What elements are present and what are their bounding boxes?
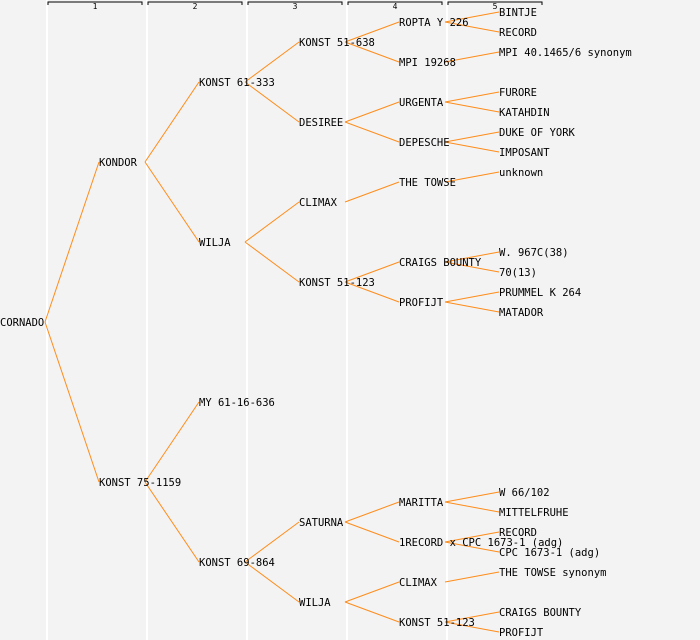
pedigree-edge	[44, 161, 100, 323]
pedigree-node[interactable]: MATADOR	[499, 307, 544, 319]
pedigree-node[interactable]: MY 61-16-636	[199, 397, 275, 409]
pedigree-node[interactable]: 1RECORD x CPC 1673-1 (adg)	[399, 537, 563, 549]
pedigree-edge	[344, 121, 400, 143]
generation-number: 1	[93, 2, 98, 11]
generation-bracket	[147, 1, 243, 5]
pedigree-edge	[344, 101, 400, 123]
pedigree-edge	[444, 11, 500, 23]
pedigree-edge	[444, 621, 500, 633]
pedigree-node[interactable]: PROFIJT	[499, 627, 544, 639]
pedigree-node[interactable]: 70(13)	[499, 267, 537, 279]
pedigree-node[interactable]: THE TOWSE	[399, 177, 456, 189]
generation-number: 3	[293, 2, 298, 11]
pedigree-edge	[244, 81, 300, 123]
pedigree-node[interactable]: CPC 1673-1 (adg)	[499, 547, 600, 559]
pedigree-node[interactable]: RECORD	[499, 527, 537, 539]
pedigree-node[interactable]: KONST 51-638	[299, 37, 375, 49]
pedigree-edge	[444, 291, 500, 303]
pedigree-edge	[144, 401, 200, 483]
pedigree-edge	[444, 101, 500, 113]
pedigree-edge	[344, 581, 400, 603]
pedigree-node[interactable]: KATAHDIN	[499, 107, 550, 119]
pedigree-node[interactable]: PROFIJT	[399, 297, 444, 309]
pedigree-node[interactable]: DESIREE	[299, 117, 343, 129]
pedigree-node[interactable]: DEPESCHE	[399, 137, 450, 149]
generation-headers: 1 2 3 4 5	[47, 1, 543, 11]
pedigree-node[interactable]: KONST 51-123	[299, 277, 375, 289]
pedigree-node[interactable]: KONST 61-333	[199, 77, 275, 89]
pedigree-edge	[444, 541, 500, 553]
pedigree-node[interactable]: DUKE OF YORK	[499, 127, 576, 139]
root-node[interactable]: CORNADO	[0, 317, 44, 329]
pedigree-edge	[144, 161, 200, 243]
pedigree-node[interactable]: FURORE	[499, 87, 537, 99]
pedigree-edge	[444, 261, 500, 273]
pedigree-edge	[244, 521, 300, 563]
pedigree-edge	[44, 321, 100, 483]
pedigree-node[interactable]: KONST 75-1159	[99, 477, 181, 489]
pedigree-node[interactable]: CLIMAX	[299, 197, 338, 209]
pedigree-node[interactable]: PRUMMEL K 264	[499, 287, 581, 299]
pedigree-node[interactable]: WILJA	[299, 597, 331, 609]
pedigree-node[interactable]: IMPOSANT	[499, 147, 550, 159]
pedigree-node[interactable]: CRAIGS BOUNTY	[399, 257, 482, 269]
pedigree-node[interactable]: W 66/102	[499, 487, 550, 499]
pedigree-node[interactable]: WILJA	[199, 237, 231, 249]
pedigree-node[interactable]: CRAIGS BOUNTY	[499, 607, 582, 619]
pedigree-edge	[444, 531, 500, 543]
pedigree-node[interactable]: CLIMAX	[399, 577, 438, 589]
pedigree-edges	[44, 11, 500, 633]
pedigree-edge	[444, 611, 500, 623]
generation-bracket	[347, 1, 443, 5]
generation-number: 4	[393, 2, 398, 11]
pedigree-edge	[444, 131, 500, 143]
pedigree-edge	[444, 251, 500, 263]
pedigree-edge	[444, 91, 500, 103]
column-dividers	[46, 0, 448, 640]
pedigree-edge	[344, 601, 400, 623]
generation-number: 2	[193, 2, 198, 11]
pedigree-node[interactable]: MPI 19268	[399, 57, 456, 69]
generation-number: 5	[493, 2, 498, 11]
pedigree-nodes: CORNADO KONDOR KONST 61-333 KONST 51-638 ROP…	[0, 7, 632, 639]
pedigree-edge	[444, 301, 500, 313]
pedigree-edge	[444, 501, 500, 513]
pedigree-edge	[244, 201, 300, 243]
pedigree-edge	[344, 281, 400, 303]
pedigree-node[interactable]: MARITTA	[399, 497, 444, 509]
pedigree-node[interactable]: RECORD	[499, 27, 537, 39]
pedigree-edge	[344, 41, 400, 63]
pedigree-edge	[144, 481, 200, 563]
generation-bracket	[247, 1, 343, 5]
pedigree-node[interactable]: KONST 69-864	[199, 557, 275, 569]
pedigree-edge	[444, 21, 500, 33]
pedigree-node[interactable]: BINTJE	[499, 7, 537, 19]
pedigree-edge	[244, 41, 300, 83]
pedigree-node[interactable]: KONST 51-123	[399, 617, 475, 629]
pedigree-node[interactable]: unknown	[499, 167, 543, 179]
pedigree-edge	[344, 181, 400, 203]
pedigree-edge	[444, 571, 500, 583]
generation-bracket	[47, 1, 143, 5]
pedigree-node[interactable]: THE TOWSE synonym	[499, 567, 606, 579]
pedigree-edge	[344, 501, 400, 523]
pedigree-node[interactable]: URGENTA	[399, 97, 444, 109]
pedigree-edge	[144, 81, 200, 163]
pedigree-node[interactable]: MPI 40.1465/6 synonym	[499, 47, 632, 59]
pedigree-node[interactable]: MITTELFRUHE	[499, 507, 569, 519]
pedigree-node[interactable]: ROPTA Y 226	[399, 17, 469, 29]
pedigree-edge	[244, 561, 300, 603]
pedigree-edge	[444, 491, 500, 503]
generation-bracket	[447, 1, 543, 5]
pedigree-edge	[444, 51, 500, 63]
pedigree-edge	[344, 21, 400, 43]
pedigree-node[interactable]: SATURNA	[299, 517, 344, 529]
pedigree-edge	[344, 521, 400, 543]
pedigree-node[interactable]: W. 967C(38)	[499, 247, 569, 259]
pedigree-edge	[444, 141, 500, 153]
pedigree-edge	[244, 241, 300, 283]
pedigree-edge	[444, 171, 500, 183]
pedigree-node[interactable]: KONDOR	[99, 157, 138, 169]
pedigree-edge	[344, 261, 400, 283]
